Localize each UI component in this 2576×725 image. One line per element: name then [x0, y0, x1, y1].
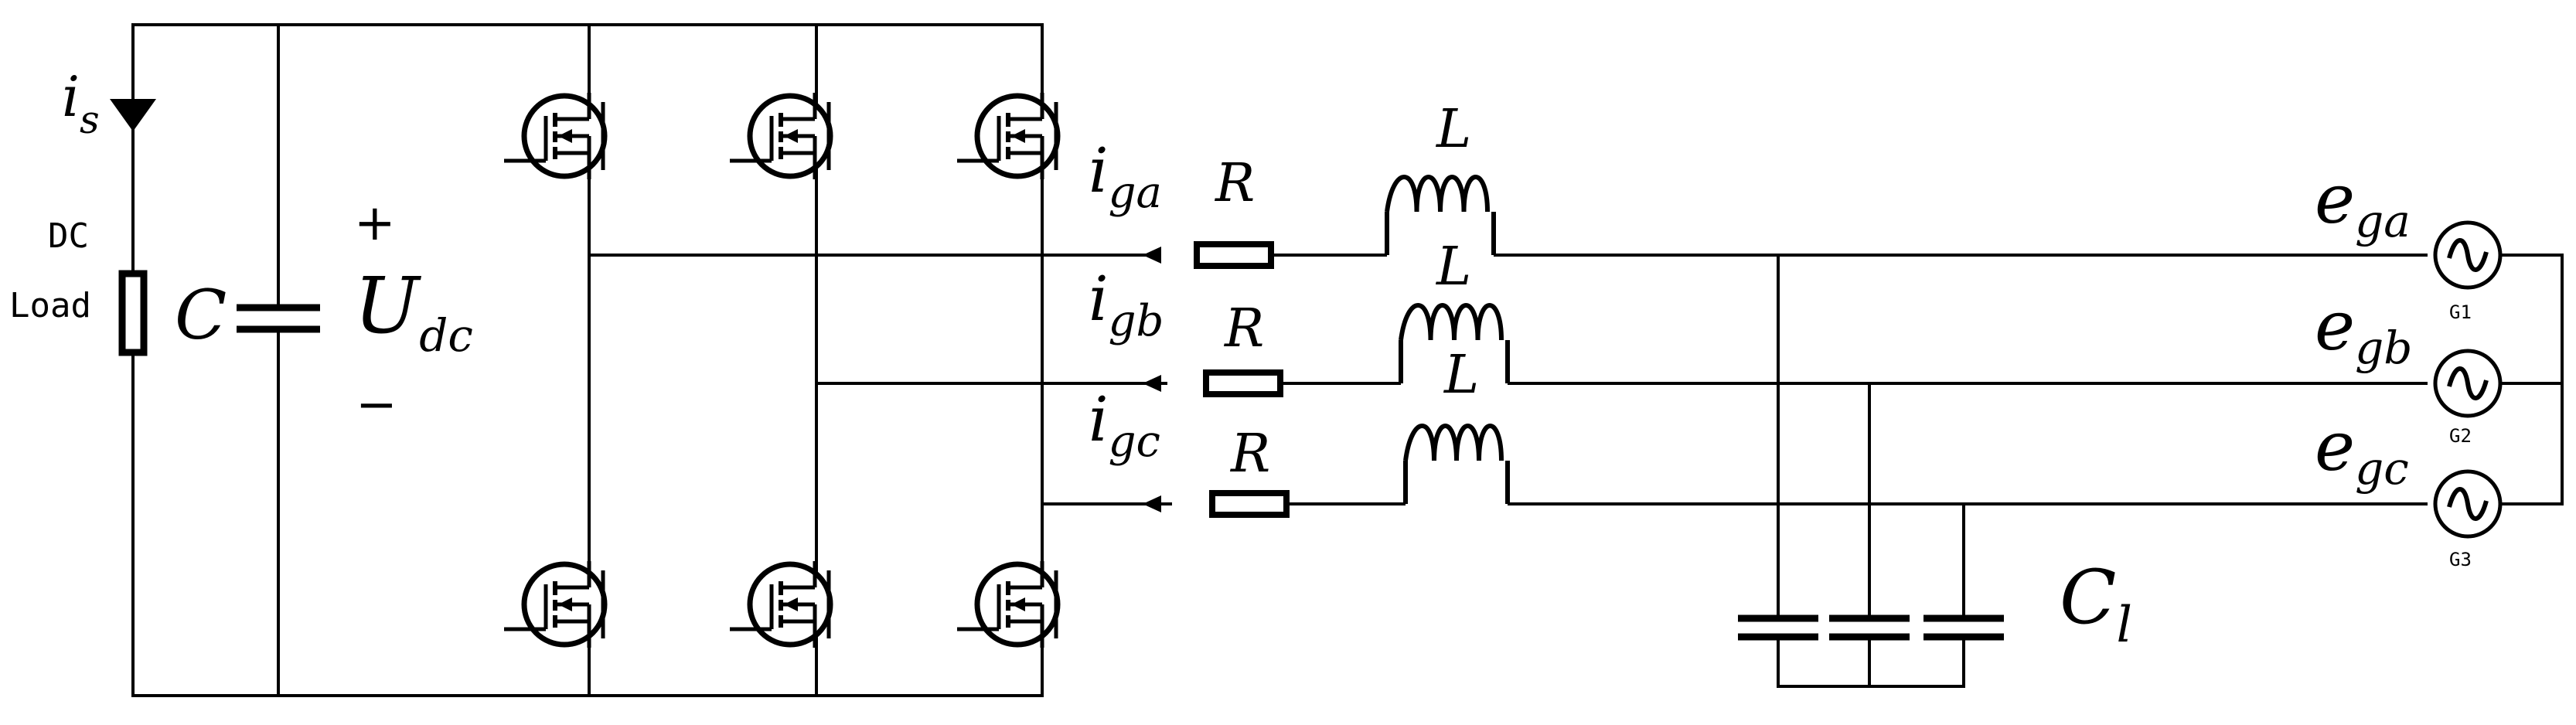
grid-voltage-label-b: egb — [2315, 286, 2412, 374]
inductor-icon — [1396, 424, 1517, 505]
resistor-icon — [1209, 490, 1290, 518]
filter-capacitor-icon — [1829, 614, 1910, 641]
source-current-label: is — [62, 64, 100, 142]
filter-capacitor-label: Cl — [2060, 554, 2132, 654]
resistor-icon — [1203, 369, 1283, 397]
filter-capacitor-icon — [1738, 614, 1818, 641]
dc-capacitor-icon — [237, 304, 320, 333]
mosfet-icon — [957, 93, 1061, 179]
load-label-line2: Load — [9, 286, 91, 325]
mosfet-icon — [730, 561, 833, 648]
load-label-line1: DC — [48, 216, 89, 256]
ac-source-icon — [2433, 469, 2510, 539]
grid-current-label-a: iga — [1089, 134, 1162, 218]
dc-minus-sign: − — [356, 376, 397, 434]
mosfet-icon — [504, 561, 608, 648]
mosfet-icon — [504, 93, 608, 179]
inductor-coils — [1378, 175, 1517, 505]
grid-current-label-b: igb — [1089, 263, 1164, 346]
resistor-label-a: R — [1214, 153, 1255, 214]
mosfet-switches — [504, 93, 1061, 648]
mosfet-icon — [957, 561, 1061, 648]
current-arrow-icon — [110, 99, 156, 131]
arrow-left-icon — [1143, 247, 1161, 264]
inductor-icon — [1392, 303, 1517, 385]
arrow-left-icon — [1143, 375, 1161, 392]
inductor-label-b: L — [1435, 237, 1471, 298]
grid-line-wiring — [1501, 254, 2564, 688]
ac-sources — [2433, 220, 2510, 539]
ac-source-icon — [2433, 220, 2510, 290]
generator-label-g1: G1 — [2449, 301, 2472, 323]
inductor-label-c: L — [1443, 345, 1479, 406]
grid-voltage-label-c: egc — [2315, 407, 2409, 495]
arrow-left-icon — [1143, 495, 1161, 512]
mosfet-icon — [730, 93, 833, 179]
resistor-icon — [1194, 241, 1274, 269]
generator-label-g3: G3 — [2449, 549, 2472, 570]
grid-current-label-c: igc — [1089, 383, 1160, 467]
dc-load-resistor-icon — [118, 270, 148, 356]
dc-capacitor-label: C — [175, 275, 227, 355]
inductor-label-a: L — [1435, 99, 1471, 160]
resistor-label-b: R — [1223, 298, 1264, 359]
filter-capacitor-icon — [1923, 614, 2004, 641]
resistor-label-c: R — [1229, 424, 1270, 485]
dc-plus-sign: + — [354, 195, 396, 252]
grid-voltage-label-a: ega — [2315, 159, 2411, 247]
inverter-leg-wiring — [588, 23, 1172, 697]
dc-voltage-label: Udc — [354, 260, 473, 362]
generator-label-g2: G2 — [2449, 425, 2472, 447]
ac-source-icon — [2433, 349, 2510, 418]
